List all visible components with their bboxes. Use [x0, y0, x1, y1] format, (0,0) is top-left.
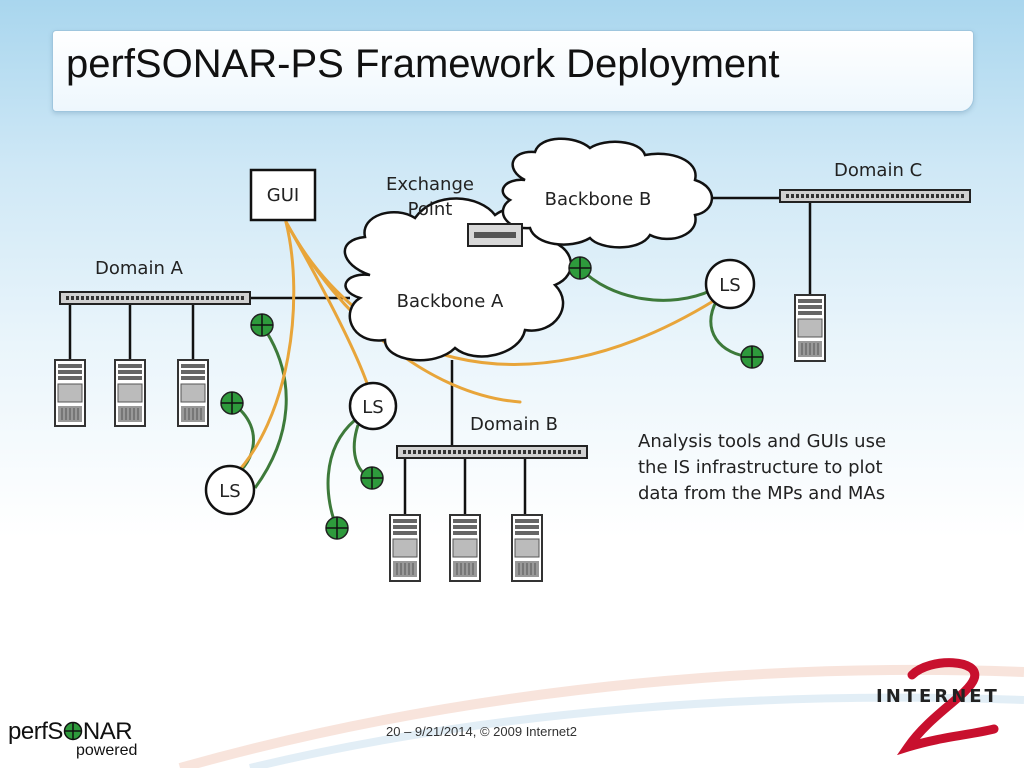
domain-b-switch — [396, 445, 588, 459]
server-icon — [389, 514, 421, 582]
footer-swoosh — [178, 664, 1024, 768]
ls-node: LS — [204, 464, 256, 516]
ls-node: LS — [704, 258, 756, 310]
perfsonar-logo-subtitle: powered — [76, 742, 138, 759]
caption-line-1: Analysis tools and GUIs use — [638, 431, 886, 452]
title-box — [52, 30, 974, 112]
exchange-point-label-line1: Exchange — [386, 174, 474, 195]
exchange-point-label-line2: Point — [408, 199, 453, 220]
gui-label: GUI — [267, 185, 299, 206]
ls-label: LS — [719, 275, 740, 296]
measurement-point-icon — [360, 466, 384, 490]
server-icon — [54, 359, 86, 427]
internet2-swoosh-icon — [897, 658, 999, 755]
backbone-b-cloud: Backbone B — [501, 137, 714, 249]
perfsonar-logo-text: perfS NAR — [8, 718, 133, 745]
exchange-point-switch — [467, 223, 523, 247]
perfsonar-logo: perfS NAR powered — [8, 718, 148, 764]
internet2-logo-text: INTERNET — [876, 686, 1000, 707]
server-icon — [511, 514, 543, 582]
gui-box: GUI — [249, 168, 317, 222]
domain-a-switch — [59, 291, 251, 305]
target-icon — [63, 721, 83, 741]
ls-label: LS — [362, 397, 383, 418]
measurement-point-icon — [250, 313, 274, 337]
page-title: perfSONAR-PS Framework Deployment — [66, 42, 780, 86]
measurement-point-icon — [568, 256, 592, 280]
network-links — [68, 196, 812, 515]
caption-line-2: the IS infrastructure to plot — [638, 457, 883, 478]
domain-a-label: Domain A — [95, 258, 184, 279]
ls-label: LS — [219, 481, 240, 502]
slide-footer: 20 – 9/21/2014, © 2009 Internet2 — [386, 724, 578, 739]
domain-c-switch — [779, 189, 971, 203]
server-icon — [449, 514, 481, 582]
ls-node: LS — [348, 381, 398, 431]
measurement-point-icon — [325, 516, 349, 540]
server-icon — [177, 359, 209, 427]
server-icon — [114, 359, 146, 427]
server-icon — [794, 294, 826, 362]
backbone-a-label: Backbone A — [397, 291, 504, 312]
internet2-logo: INTERNET — [876, 658, 1000, 755]
measurement-point-icon — [220, 391, 244, 415]
measurement-point-icon — [740, 345, 764, 369]
caption-line-3: data from the MPs and MAs — [638, 483, 885, 504]
domain-b-label: Domain B — [470, 414, 558, 435]
backbone-b-label: Backbone B — [545, 189, 652, 210]
domain-c-label: Domain C — [834, 160, 922, 181]
